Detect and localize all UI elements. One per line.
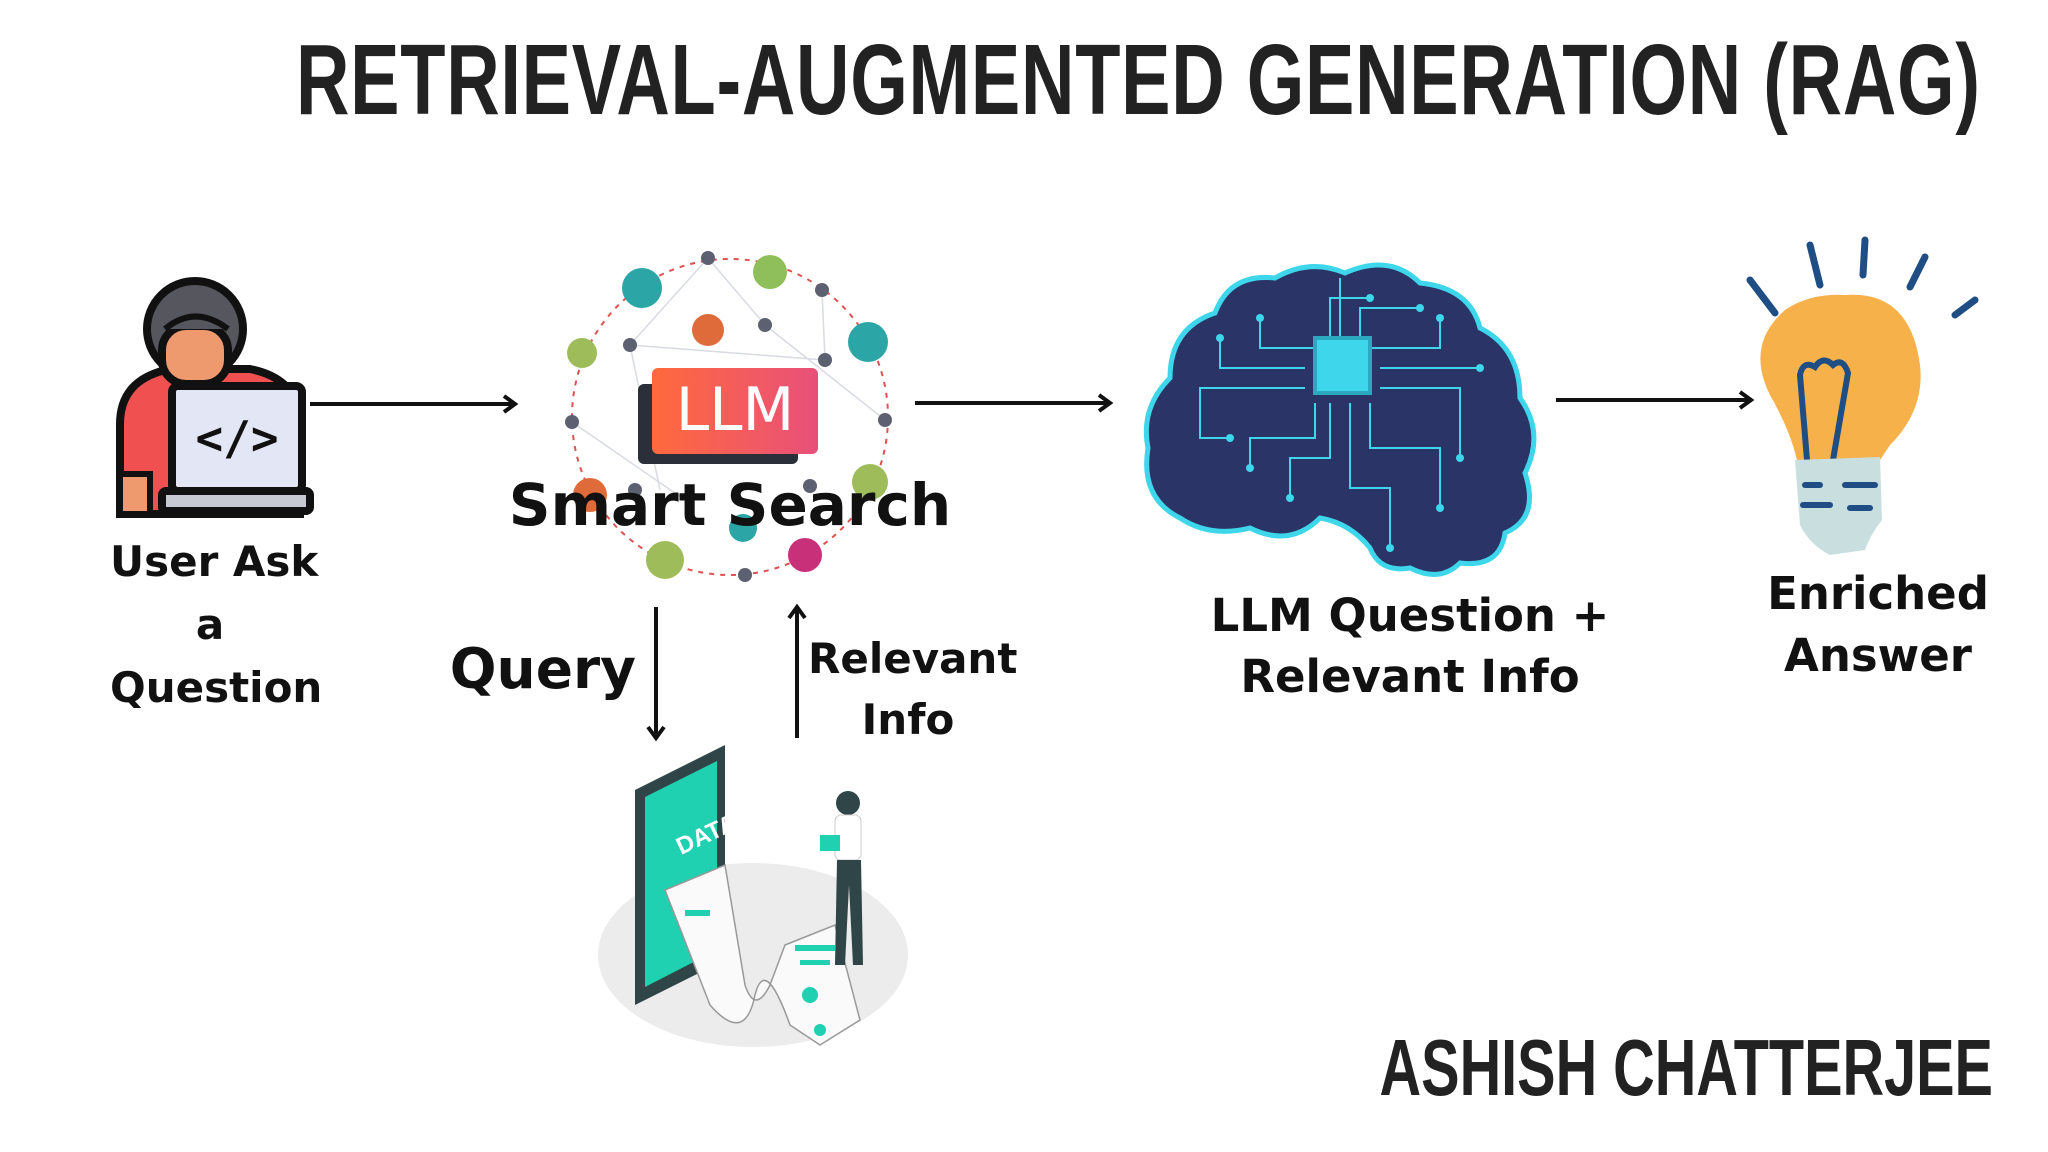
user-label-line: Question [110, 663, 323, 712]
user-label-line: a [195, 600, 225, 649]
arrow-llm-to-answer [1556, 390, 1755, 410]
arrow-query-down [646, 607, 666, 742]
query-label: Query [449, 637, 636, 701]
arrow-search-to-llm [915, 393, 1114, 413]
lightbulb-icon [1746, 236, 1979, 555]
user-label-line: User Ask [110, 537, 319, 586]
answer-label-line: Answer [1784, 629, 1972, 682]
network-sphere-icon [565, 251, 892, 582]
smart-search-label: Smart Search [508, 471, 952, 539]
author-name: ASHISH CHATTERJEE [1379, 1023, 1993, 1112]
arrow-relevant-info-up [787, 603, 807, 738]
circuit-brain-icon [1143, 262, 1537, 577]
svg-text:</>: </> [195, 411, 278, 465]
relevant-info-line: Relevant [808, 634, 1018, 683]
user-label: User Ask a Question [110, 530, 323, 719]
llm-label-line: LLM Question + [1210, 589, 1610, 642]
page-title: RETRIEVAL-AUGMENTED GENERATION (RAG) [295, 24, 1981, 136]
data-store-illustration: DATA [598, 745, 908, 1047]
answer-label-line: Enriched [1767, 567, 1989, 620]
relevant-info-label: Relevant Info [808, 628, 1018, 750]
developer-laptop-icon: </> [116, 277, 314, 518]
arrow-user-to-search [310, 394, 519, 414]
llm-question-label: LLM Question + Relevant Info [1200, 585, 1620, 707]
relevant-info-line: Info [861, 695, 955, 744]
llm-badge-text: LLM [675, 375, 795, 445]
llm-badge [638, 368, 818, 464]
enriched-answer-label: Enriched Answer [1730, 563, 2026, 687]
llm-label-line: Relevant Info [1240, 650, 1580, 703]
